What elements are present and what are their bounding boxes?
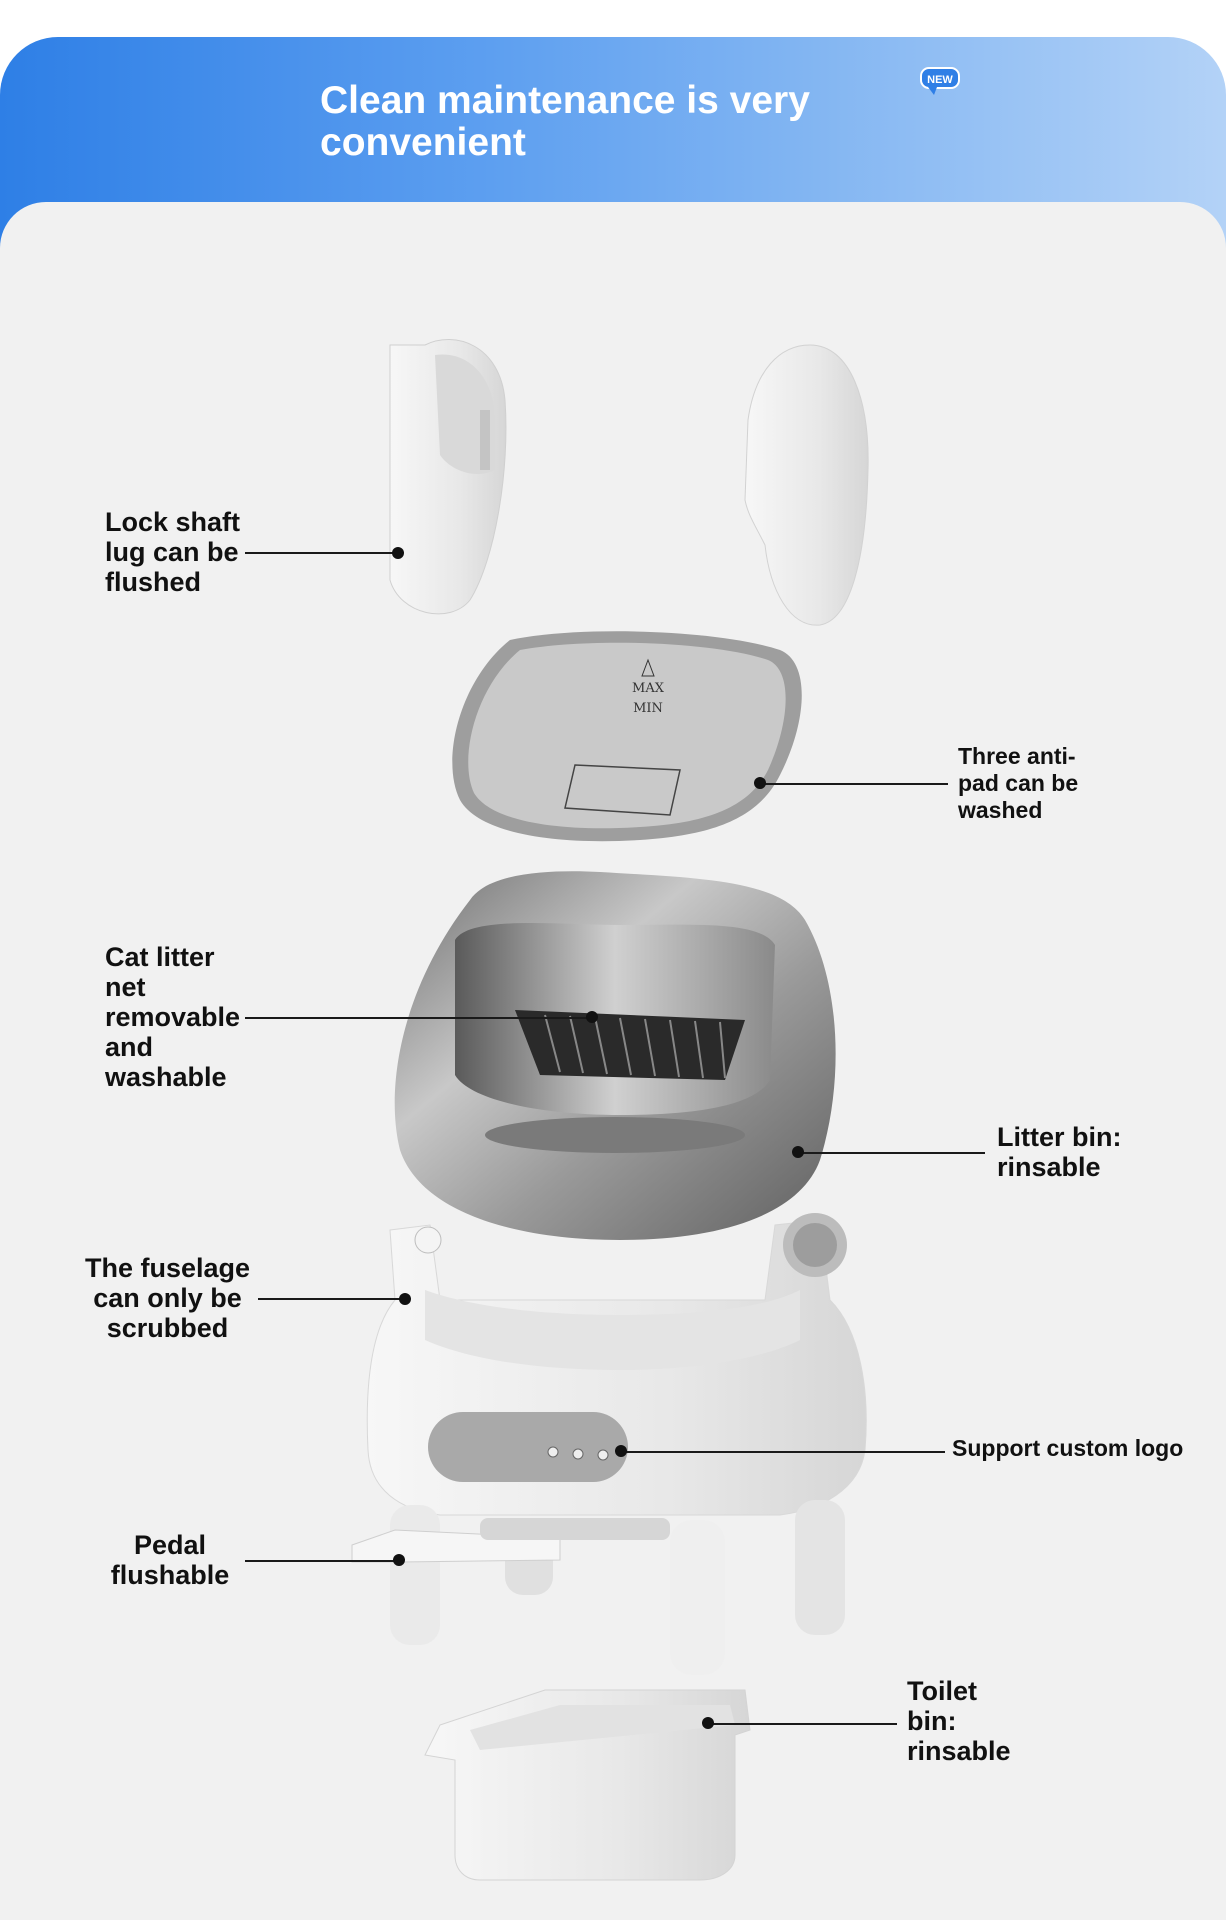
callout-line-custom-logo xyxy=(625,1451,945,1453)
callout-litter-net: Cat litter net removable and washable xyxy=(105,942,241,1092)
callout-line-litter-bin xyxy=(800,1152,985,1154)
callout-custom-logo: Support custom logo xyxy=(952,1435,1184,1461)
lock-shaft-lug-image xyxy=(389,339,507,615)
pedal-image xyxy=(351,1518,670,1563)
callout-line-pedal xyxy=(245,1560,395,1562)
callout-toilet-bin: Toilet bin: rinsable xyxy=(907,1676,1011,1766)
callout-dot-litter-net xyxy=(586,1011,598,1023)
callout-dot-anti-pad xyxy=(754,777,766,789)
callout-fuselage: The fuselage can only be scrubbed xyxy=(84,1253,251,1343)
callout-line-fuselage xyxy=(258,1298,403,1300)
callout-dot-toilet-bin xyxy=(702,1717,714,1729)
litter-bin-image xyxy=(394,871,836,1240)
callout-line-toilet-bin xyxy=(712,1723,897,1725)
cover-piece-image xyxy=(744,344,869,626)
callout-dot-pedal xyxy=(393,1554,405,1566)
pad-max-marking: MAX xyxy=(632,681,665,696)
callout-dot-lock-shaft xyxy=(392,547,404,559)
callout-line-lock-shaft xyxy=(245,552,395,554)
page-title: Clean maintenance is very convenient xyxy=(320,79,810,164)
callout-line-anti-pad xyxy=(762,783,948,785)
new-badge: NEW xyxy=(920,67,960,95)
callout-dot-litter-bin xyxy=(792,1146,804,1158)
callout-line-litter-net xyxy=(245,1017,587,1019)
callout-pedal: Pedal flushable xyxy=(110,1530,230,1590)
callout-dot-custom-logo xyxy=(615,1445,627,1457)
callout-litter-bin: Litter bin: rinsable xyxy=(997,1122,1122,1182)
anti-pad-image: MAX MIN xyxy=(452,631,802,842)
fuselage-image xyxy=(366,1213,867,1675)
callout-anti-pad: Three anti-pad can be washed xyxy=(958,743,1079,823)
callout-dot-fuselage xyxy=(399,1293,411,1305)
toilet-bin-image xyxy=(424,1689,751,1881)
pad-min-marking: MIN xyxy=(633,701,663,716)
callout-lock-shaft: Lock shaft lug can be flushed xyxy=(105,507,241,597)
